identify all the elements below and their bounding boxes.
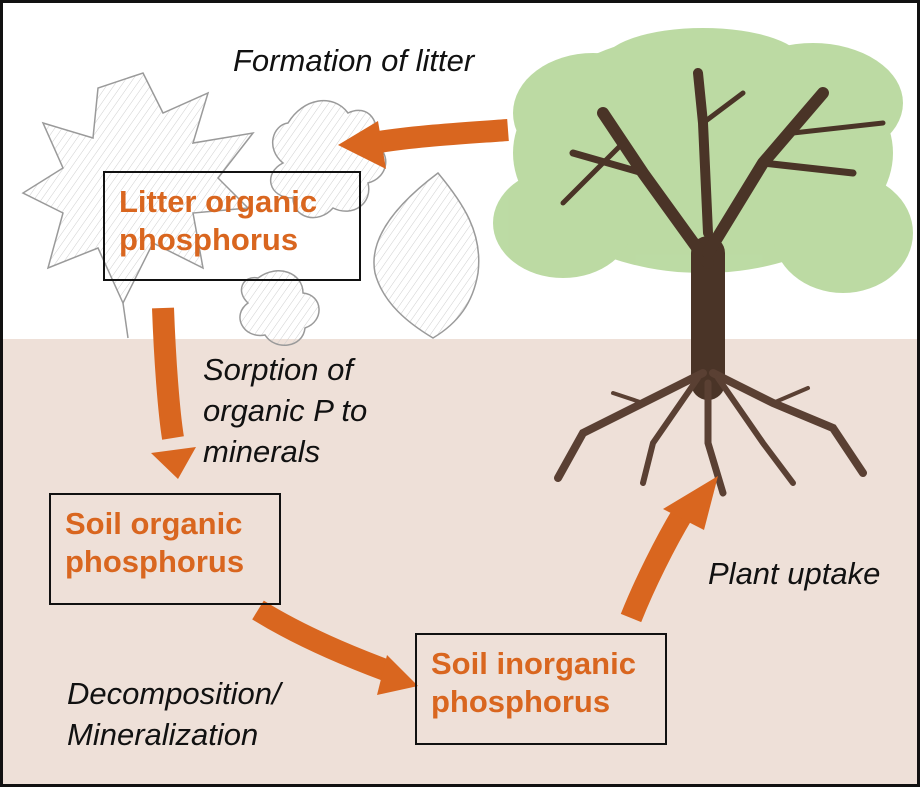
- sorption-label: Sorption of organic P to minerals: [203, 349, 367, 472]
- arrow-plant-uptake: [620, 507, 693, 623]
- tree-icon: [493, 28, 913, 497]
- soil-inorganic-box-line1: Soil inorganic: [431, 646, 636, 681]
- decomposition-label-line1: Decomposition/: [67, 676, 281, 711]
- arrow-decomposition: [252, 600, 392, 682]
- arrow-plant-uptake-head: [663, 476, 718, 530]
- maple-leaf-shape: [21, 72, 255, 305]
- small-leaf-shape: [239, 270, 320, 346]
- plant-uptake-label: Plant uptake: [708, 556, 881, 591]
- arrow-formation-of-litter-head: [338, 121, 386, 169]
- soil-inorganic-box-line2: phosphorus: [431, 684, 611, 719]
- arrow-decomposition-head: [377, 655, 418, 695]
- soil-organic-phosphorus-box: Soil organic phosphorus: [49, 493, 281, 605]
- diagram-artwork: [21, 28, 913, 695]
- litter-organic-phosphorus-box: Litter organic phosphorus: [103, 171, 361, 281]
- litter-box-line2: phosphorus: [119, 222, 299, 257]
- leaf-litter-icon: [21, 72, 480, 346]
- long-oak-leaf-shape: [373, 171, 480, 339]
- formation-of-litter-label: Formation of litter: [233, 43, 475, 78]
- soil-organic-box-line2: phosphorus: [65, 544, 245, 579]
- arrow-sorption-head: [151, 447, 196, 479]
- arrow-formation-of-litter: [371, 119, 509, 154]
- soil-inorganic-phosphorus-box: Soil inorganic phosphorus: [415, 633, 667, 745]
- sorption-label-line3: minerals: [203, 434, 321, 469]
- leaf-stem: [122, 302, 129, 339]
- soil-background: [3, 339, 917, 784]
- process-arrows: [151, 119, 718, 695]
- decomposition-label: Decomposition/ Mineralization: [67, 673, 281, 755]
- soil-organic-box-line1: Soil organic: [65, 506, 243, 541]
- litter-box-line1: Litter organic: [119, 184, 318, 219]
- tree-roots: [554, 369, 867, 497]
- tree-trunk-and-branches: [560, 68, 886, 400]
- oak-leaf-shape: [269, 99, 387, 219]
- arrow-sorption: [152, 307, 184, 440]
- sorption-label-line1: Sorption of: [203, 352, 353, 387]
- sorption-label-line2: organic P to: [203, 393, 368, 428]
- decomposition-label-line2: Mineralization: [67, 717, 259, 752]
